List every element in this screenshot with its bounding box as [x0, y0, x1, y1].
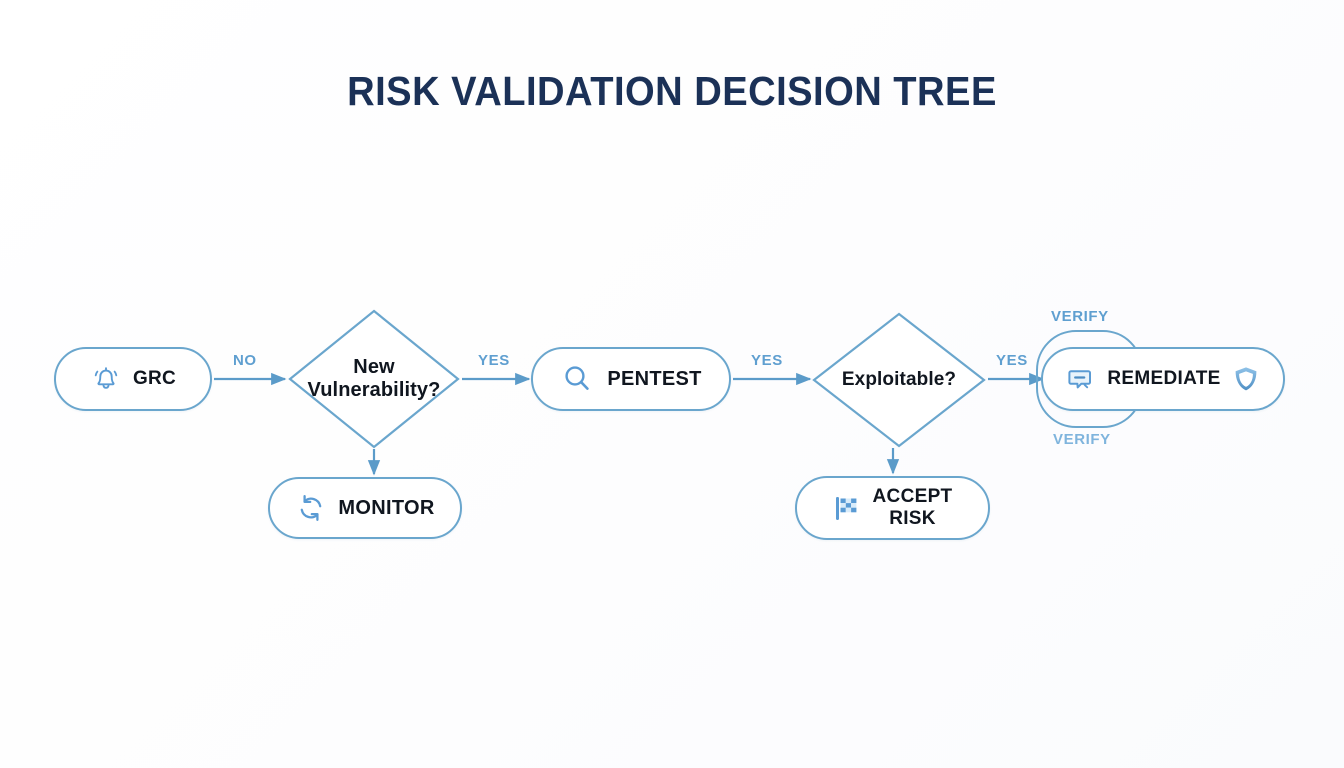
node-new-vulnerability-label: New Vulnerability?	[307, 355, 441, 401]
node-grc[interactable]: GRC	[54, 347, 212, 411]
node-grc-label: GRC	[132, 368, 177, 390]
edge-label-verify-top: VERIFY	[1051, 308, 1109, 325]
node-accept-risk-label: ACCEPT RISK	[872, 486, 953, 529]
edge-label-verify-bottom: VERIFY	[1053, 431, 1111, 448]
node-monitor[interactable]: MONITOR	[268, 477, 462, 539]
checkered-flag-icon	[833, 492, 863, 524]
node-monitor-label: MONITOR	[338, 496, 435, 519]
node-remediate[interactable]: REMEDIATE	[1041, 347, 1285, 411]
edge-label-no: NO	[233, 352, 257, 369]
node-remediate-label: REMEDIATE	[1107, 368, 1221, 390]
node-exploitable-label: Exploitable?	[841, 368, 957, 390]
page-title: RISK VALIDATION DECISION TREE	[347, 68, 997, 114]
node-exploitable[interactable]: Exploitable?	[812, 312, 986, 448]
node-pentest-label: PENTEST	[607, 367, 702, 390]
search-icon	[560, 362, 594, 396]
sync-icon	[295, 492, 327, 524]
edge-label-yes-2: YES	[751, 352, 783, 369]
shield-icon	[1231, 363, 1261, 395]
diamond-shape	[812, 312, 986, 448]
node-new-vulnerability[interactable]: New Vulnerability?	[288, 309, 460, 449]
node-accept-risk[interactable]: ACCEPT RISK	[795, 476, 990, 540]
node-pentest[interactable]: PENTEST	[531, 347, 731, 411]
edge-label-yes-1: YES	[478, 352, 510, 369]
diamond-shape	[288, 309, 460, 449]
bell-icon	[90, 363, 122, 395]
message-minus-icon	[1065, 363, 1097, 395]
edge-label-yes-3: YES	[996, 352, 1028, 369]
